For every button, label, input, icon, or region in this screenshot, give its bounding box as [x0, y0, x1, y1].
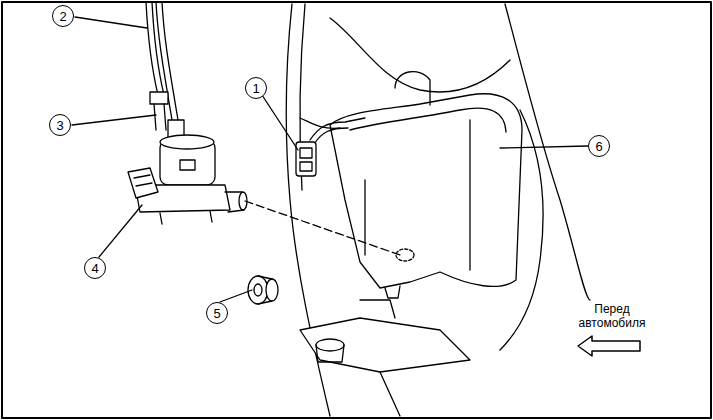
callout-number: 3: [49, 114, 71, 136]
callout-number: 1: [245, 77, 267, 99]
front-arrow: [578, 336, 640, 356]
washer-pump: [128, 120, 400, 255]
callout-number: 4: [84, 257, 106, 279]
callout-number: 5: [206, 302, 228, 324]
leader-lines: [72, 17, 588, 302]
direction-label: Перед автомобиля: [572, 302, 652, 331]
washer-reservoir: [300, 72, 522, 298]
washer-hoses: [146, 2, 178, 130]
electrical-connector: [296, 118, 365, 176]
body-panel: [286, 4, 590, 416]
callout-number: 6: [588, 135, 610, 157]
callout-number: 2: [52, 5, 74, 27]
